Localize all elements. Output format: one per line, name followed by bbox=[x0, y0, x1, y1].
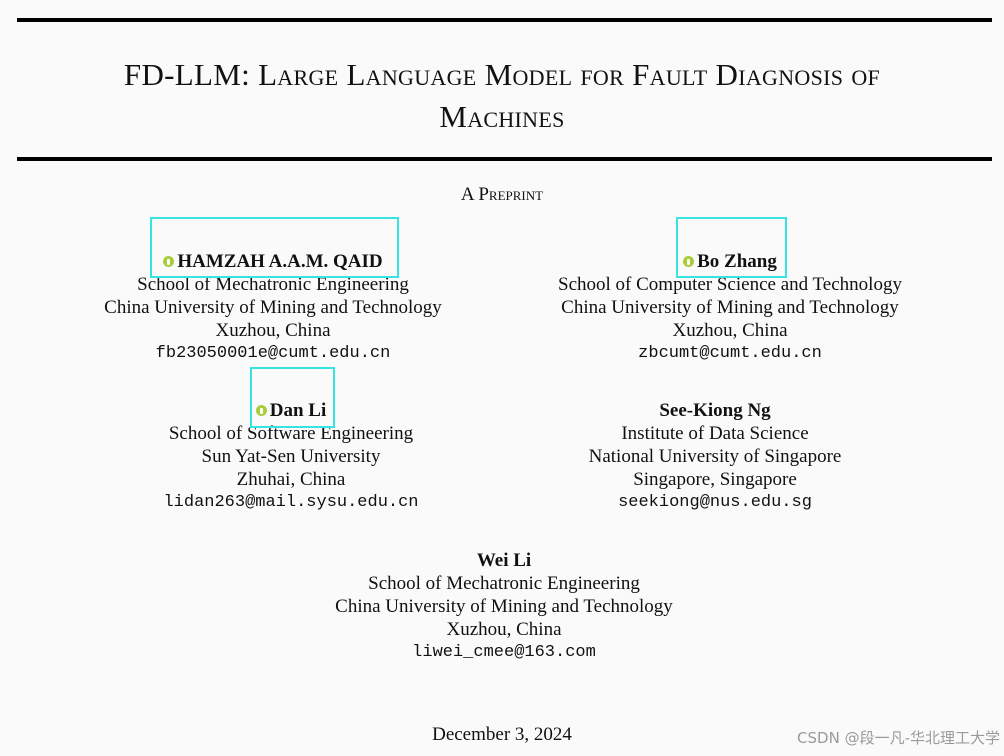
author-block: Dan Li School of Software Engineering Su… bbox=[120, 399, 462, 514]
author-location: Xuzhou, China bbox=[672, 320, 788, 341]
watermark: CSDN @段一凡-华北理工大学 bbox=[797, 729, 1000, 747]
author-block: HAMZAH A.A.M. QAID School of Mechatronic… bbox=[82, 250, 464, 365]
author-name: See-Kiong Ng bbox=[659, 399, 770, 422]
author-name[interactable]: Bo Zhang bbox=[683, 250, 777, 273]
orcid-icon[interactable] bbox=[163, 256, 175, 267]
author-institution: Sun Yat-Sen University bbox=[201, 446, 381, 467]
author-institution: China University of Mining and Technolog… bbox=[104, 297, 442, 318]
author-email[interactable]: fb23050001e@cumt.edu.cn bbox=[155, 344, 391, 363]
bottom-rule bbox=[17, 157, 992, 161]
author-affiliation: School of Computer Science and Technolog… bbox=[558, 274, 902, 295]
top-rule bbox=[17, 18, 992, 22]
author-location: Xuzhou, China bbox=[215, 320, 331, 341]
title-line-2: Machines bbox=[439, 99, 565, 134]
author-block: Bo Zhang School of Computer Science and … bbox=[520, 250, 940, 365]
author-email[interactable]: lidan263@mail.sysu.edu.cn bbox=[163, 493, 419, 512]
author-institution: China University of Mining and Technolog… bbox=[561, 297, 899, 318]
author-email[interactable]: zbcumt@cumt.edu.cn bbox=[638, 344, 822, 363]
author-block: See-Kiong Ng Institute of Data Science N… bbox=[540, 399, 890, 514]
orcid-icon[interactable] bbox=[683, 256, 695, 267]
preprint-label: A Preprint bbox=[460, 184, 544, 205]
publication-date: December 3, 2024 bbox=[432, 724, 572, 745]
author-email[interactable]: seekiong@nus.edu.sg bbox=[618, 493, 812, 512]
author-block: Wei Li School of Mechatronic Engineering… bbox=[290, 549, 718, 664]
author-affiliation: School of Software Engineering bbox=[168, 423, 414, 444]
paper-title: FD-LLM: Large Language Model for Fault D… bbox=[0, 54, 1004, 138]
author-name-text: HAMZAH A.A.M. QAID bbox=[177, 251, 383, 272]
author-email[interactable]: liwei_cmee@163.com bbox=[412, 643, 596, 662]
title-line-1: FD-LLM: Large Language Model for Fault D… bbox=[123, 57, 881, 92]
author-name-text: Dan Li bbox=[269, 400, 327, 421]
author-name: Wei Li bbox=[477, 549, 531, 572]
author-affiliation: Institute of Data Science bbox=[621, 423, 809, 444]
author-location: Zhuhai, China bbox=[236, 469, 346, 490]
author-affiliation: School of Mechatronic Engineering bbox=[137, 274, 409, 295]
author-location: Singapore, Singapore bbox=[633, 469, 797, 490]
author-name-text: Wei Li bbox=[476, 550, 532, 571]
author-affiliation: School of Mechatronic Engineering bbox=[368, 573, 640, 594]
author-name-text: See-Kiong Ng bbox=[659, 400, 771, 421]
orcid-icon[interactable] bbox=[255, 405, 267, 416]
author-location: Xuzhou, China bbox=[446, 619, 562, 640]
author-institution: National University of Singapore bbox=[588, 446, 842, 467]
author-name-text: Bo Zhang bbox=[697, 251, 777, 272]
author-name[interactable]: Dan Li bbox=[255, 399, 327, 422]
author-institution: China University of Mining and Technolog… bbox=[335, 596, 673, 617]
author-name[interactable]: HAMZAH A.A.M. QAID bbox=[163, 250, 383, 273]
